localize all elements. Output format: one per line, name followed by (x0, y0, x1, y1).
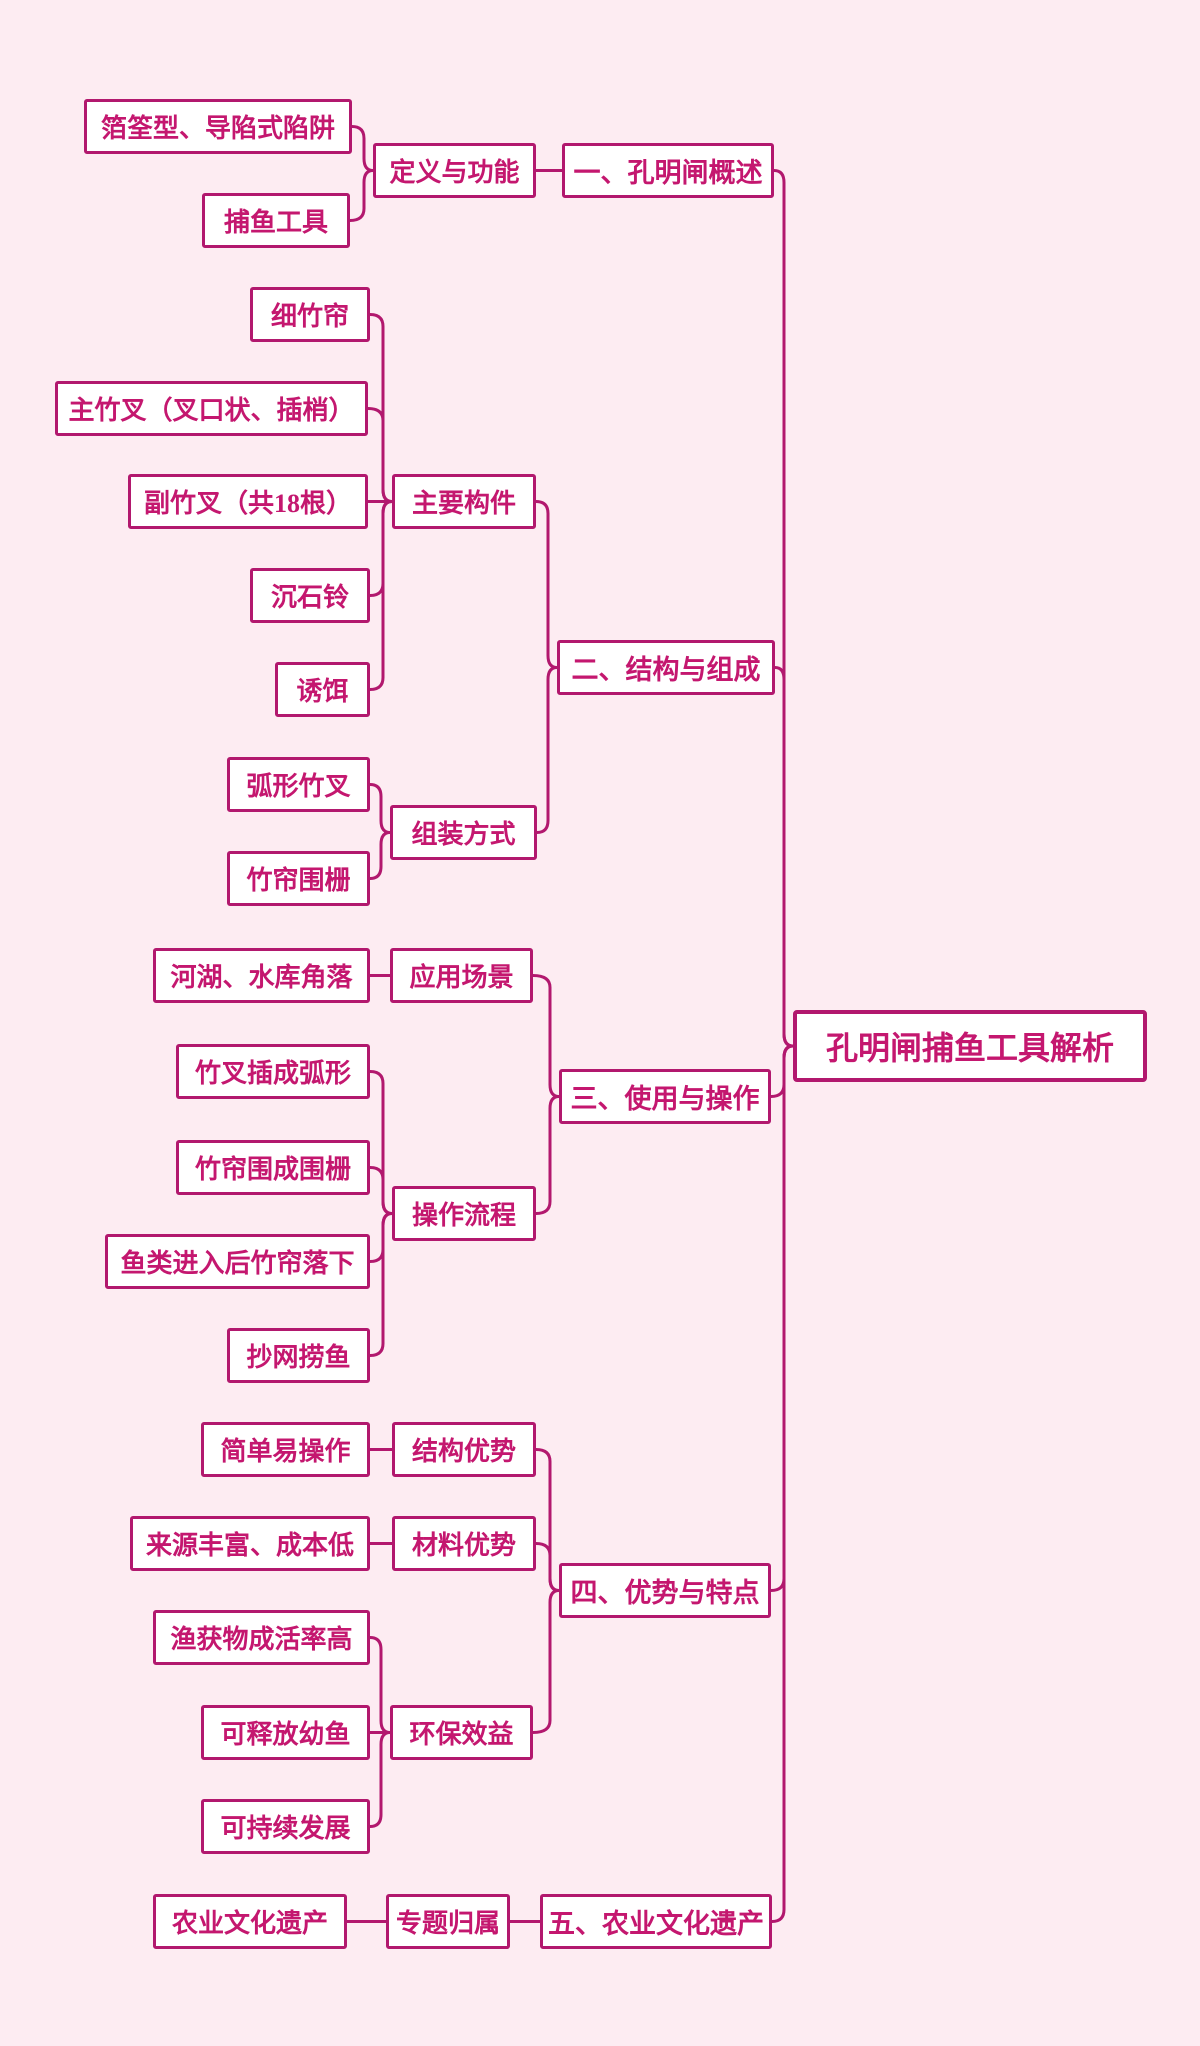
connector-l11 (368, 1070, 394, 1215)
mindmap-node-l12[interactable]: 竹帘围成围栅 (176, 1140, 370, 1195)
connector-l14 (368, 1212, 394, 1357)
mindmap-node-b9[interactable]: 专题归属 (386, 1894, 510, 1949)
connector-b7 (534, 1542, 561, 1592)
connector-l13 (368, 1212, 394, 1263)
mindmap-node-l3[interactable]: 细竹帘 (250, 287, 370, 342)
mindmap-node-l15[interactable]: 简单易操作 (201, 1422, 370, 1477)
mindmap-node-l10[interactable]: 河湖、水库角落 (153, 948, 370, 1003)
connector-l12 (368, 1166, 394, 1215)
mindmap-node-l5[interactable]: 副竹叉（共18根） (128, 474, 368, 529)
mindmap-node-l1[interactable]: 箔筌型、导陷式陷阱 (84, 99, 352, 154)
mindmap-node-b5[interactable]: 操作流程 (392, 1186, 536, 1241)
mindmap-node-l9[interactable]: 竹帘围栅 (227, 851, 370, 906)
mindmap-node-b7[interactable]: 材料优势 (392, 1516, 536, 1571)
mindmap-node-l11[interactable]: 竹叉插成弧形 (176, 1044, 370, 1099)
mindmap-node-b3[interactable]: 组装方式 (390, 805, 537, 860)
connector-l8 (368, 783, 392, 834)
connector-s3 (769, 1044, 795, 1098)
connector-b2 (534, 500, 559, 669)
connector-l9 (368, 831, 392, 880)
connector-b8 (531, 1589, 561, 1734)
mindmap-node-s5[interactable]: 五、农业文化遗产 (540, 1894, 772, 1949)
mindmap-node-l4[interactable]: 主竹叉（叉口状、插梢） (55, 381, 368, 436)
connector-l17 (368, 1636, 392, 1734)
mindmap-node-s3[interactable]: 三、使用与操作 (559, 1069, 771, 1124)
mindmap-node-l16[interactable]: 来源丰富、成本低 (130, 1516, 370, 1571)
mindmap-node-s2[interactable]: 二、结构与组成 (557, 640, 775, 695)
connector-b3 (535, 666, 559, 834)
connector-l19 (368, 1731, 392, 1828)
mindmap-node-l19[interactable]: 可持续发展 (201, 1799, 370, 1854)
connector-b4 (531, 974, 561, 1098)
mindmap-node-l2[interactable]: 捕鱼工具 (202, 193, 350, 248)
mindmap-node-b1[interactable]: 定义与功能 (373, 143, 536, 198)
mindmap-node-s4[interactable]: 四、优势与特点 (559, 1563, 771, 1618)
mindmap-node-b8[interactable]: 环保效益 (390, 1705, 533, 1760)
mindmap-node-l13[interactable]: 鱼类进入后竹帘落下 (105, 1234, 370, 1289)
mindmap-node-b2[interactable]: 主要构件 (392, 474, 536, 529)
connector-l4 (366, 407, 394, 503)
mindmap-node-l18[interactable]: 可释放幼鱼 (201, 1705, 370, 1760)
mindmap-node-l17[interactable]: 渔获物成活率高 (153, 1610, 370, 1665)
mindmap-node-b4[interactable]: 应用场景 (390, 948, 533, 1003)
mindmap-node-b6[interactable]: 结构优势 (392, 1422, 536, 1477)
connector-s4 (769, 1044, 795, 1592)
connector-b6 (534, 1448, 561, 1592)
mindmap-node-l6[interactable]: 沉石铃 (250, 568, 370, 623)
connector-s5 (770, 1044, 795, 1923)
mindmap-node-l14[interactable]: 抄网捞鱼 (227, 1328, 370, 1383)
mindmap-node-l7[interactable]: 诱饵 (275, 662, 370, 717)
connector-l6 (368, 500, 394, 597)
connector-l2 (348, 169, 375, 222)
connector-s2 (773, 666, 795, 1048)
connector-l7 (368, 500, 394, 691)
mindmap-node-s1[interactable]: 一、孔明闸概述 (562, 143, 774, 198)
mindmap-root-node[interactable]: 孔明闸捕鱼工具解析 (793, 1010, 1147, 1082)
connector-b5 (534, 1095, 561, 1215)
connector-l1 (350, 125, 375, 172)
mindmap-node-l8[interactable]: 弧形竹叉 (227, 757, 370, 812)
mindmap-node-l20[interactable]: 农业文化遗产 (153, 1894, 347, 1949)
